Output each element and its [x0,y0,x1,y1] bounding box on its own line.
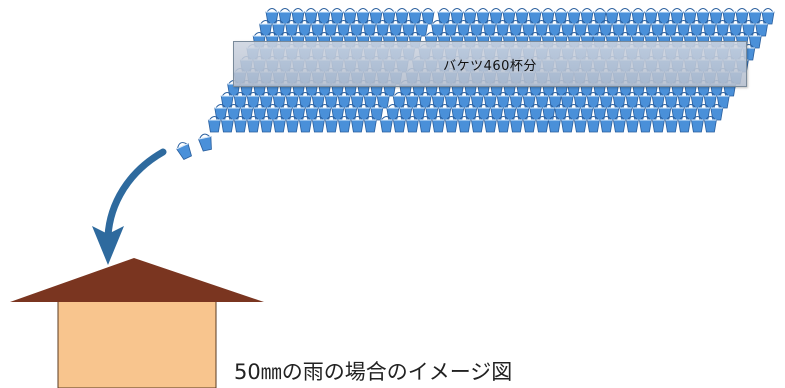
bucket-icon [560,116,574,133]
falling-bucket-icon [197,132,214,152]
bucket-icon [612,116,626,133]
bucket-icon [246,116,260,133]
bucket-icon [285,116,299,133]
bucket-count-label: バケツ460杯分 [443,58,537,74]
bucket-icon [470,116,484,133]
bucket-icon [638,116,652,133]
bucket-icon [547,116,561,133]
bucket-icon [535,116,549,133]
bucket-icon [483,116,497,133]
bucket-icon [233,116,247,133]
bucket-icon [272,116,286,133]
bucket-icon [392,116,406,133]
bucket-icon [350,116,364,133]
bucket-count-banner: バケツ460杯分 [233,41,747,87]
bucket-icon [625,116,639,133]
bucket-icon [457,116,471,133]
bucket-icon [599,116,613,133]
bucket-icon [651,116,665,133]
bucket-icon [444,116,458,133]
bucket-icon [379,116,393,133]
bucket-icon [220,116,234,133]
bucket-icon [298,116,312,133]
bucket-icon [207,116,221,133]
falling-bucket-icon [174,139,194,161]
house-wall [57,299,217,388]
bucket-icon [405,116,419,133]
bucket-icon [259,116,273,133]
bucket-icon [431,116,445,133]
bucket-icon [664,116,678,133]
falling-buckets [174,132,214,161]
bucket-icon [703,116,717,133]
bucket-icon [337,116,351,133]
bucket-icon [496,116,510,133]
bucket-icon [311,116,325,133]
bucket-icon [690,116,704,133]
bucket-icon [677,116,691,133]
house-icon [10,258,264,388]
bucket-icon [363,116,377,133]
bucket-icon [418,116,432,133]
house-roof [10,258,264,302]
bucket-icon [586,116,600,133]
bucket-icon [522,116,536,133]
bucket-icon [324,116,338,133]
curved-arrow-icon [92,148,167,265]
bucket-icon [509,116,523,133]
bucket-icon [573,116,587,133]
diagram-caption: 50㎜の雨の場合のイメージ図 [234,360,513,384]
